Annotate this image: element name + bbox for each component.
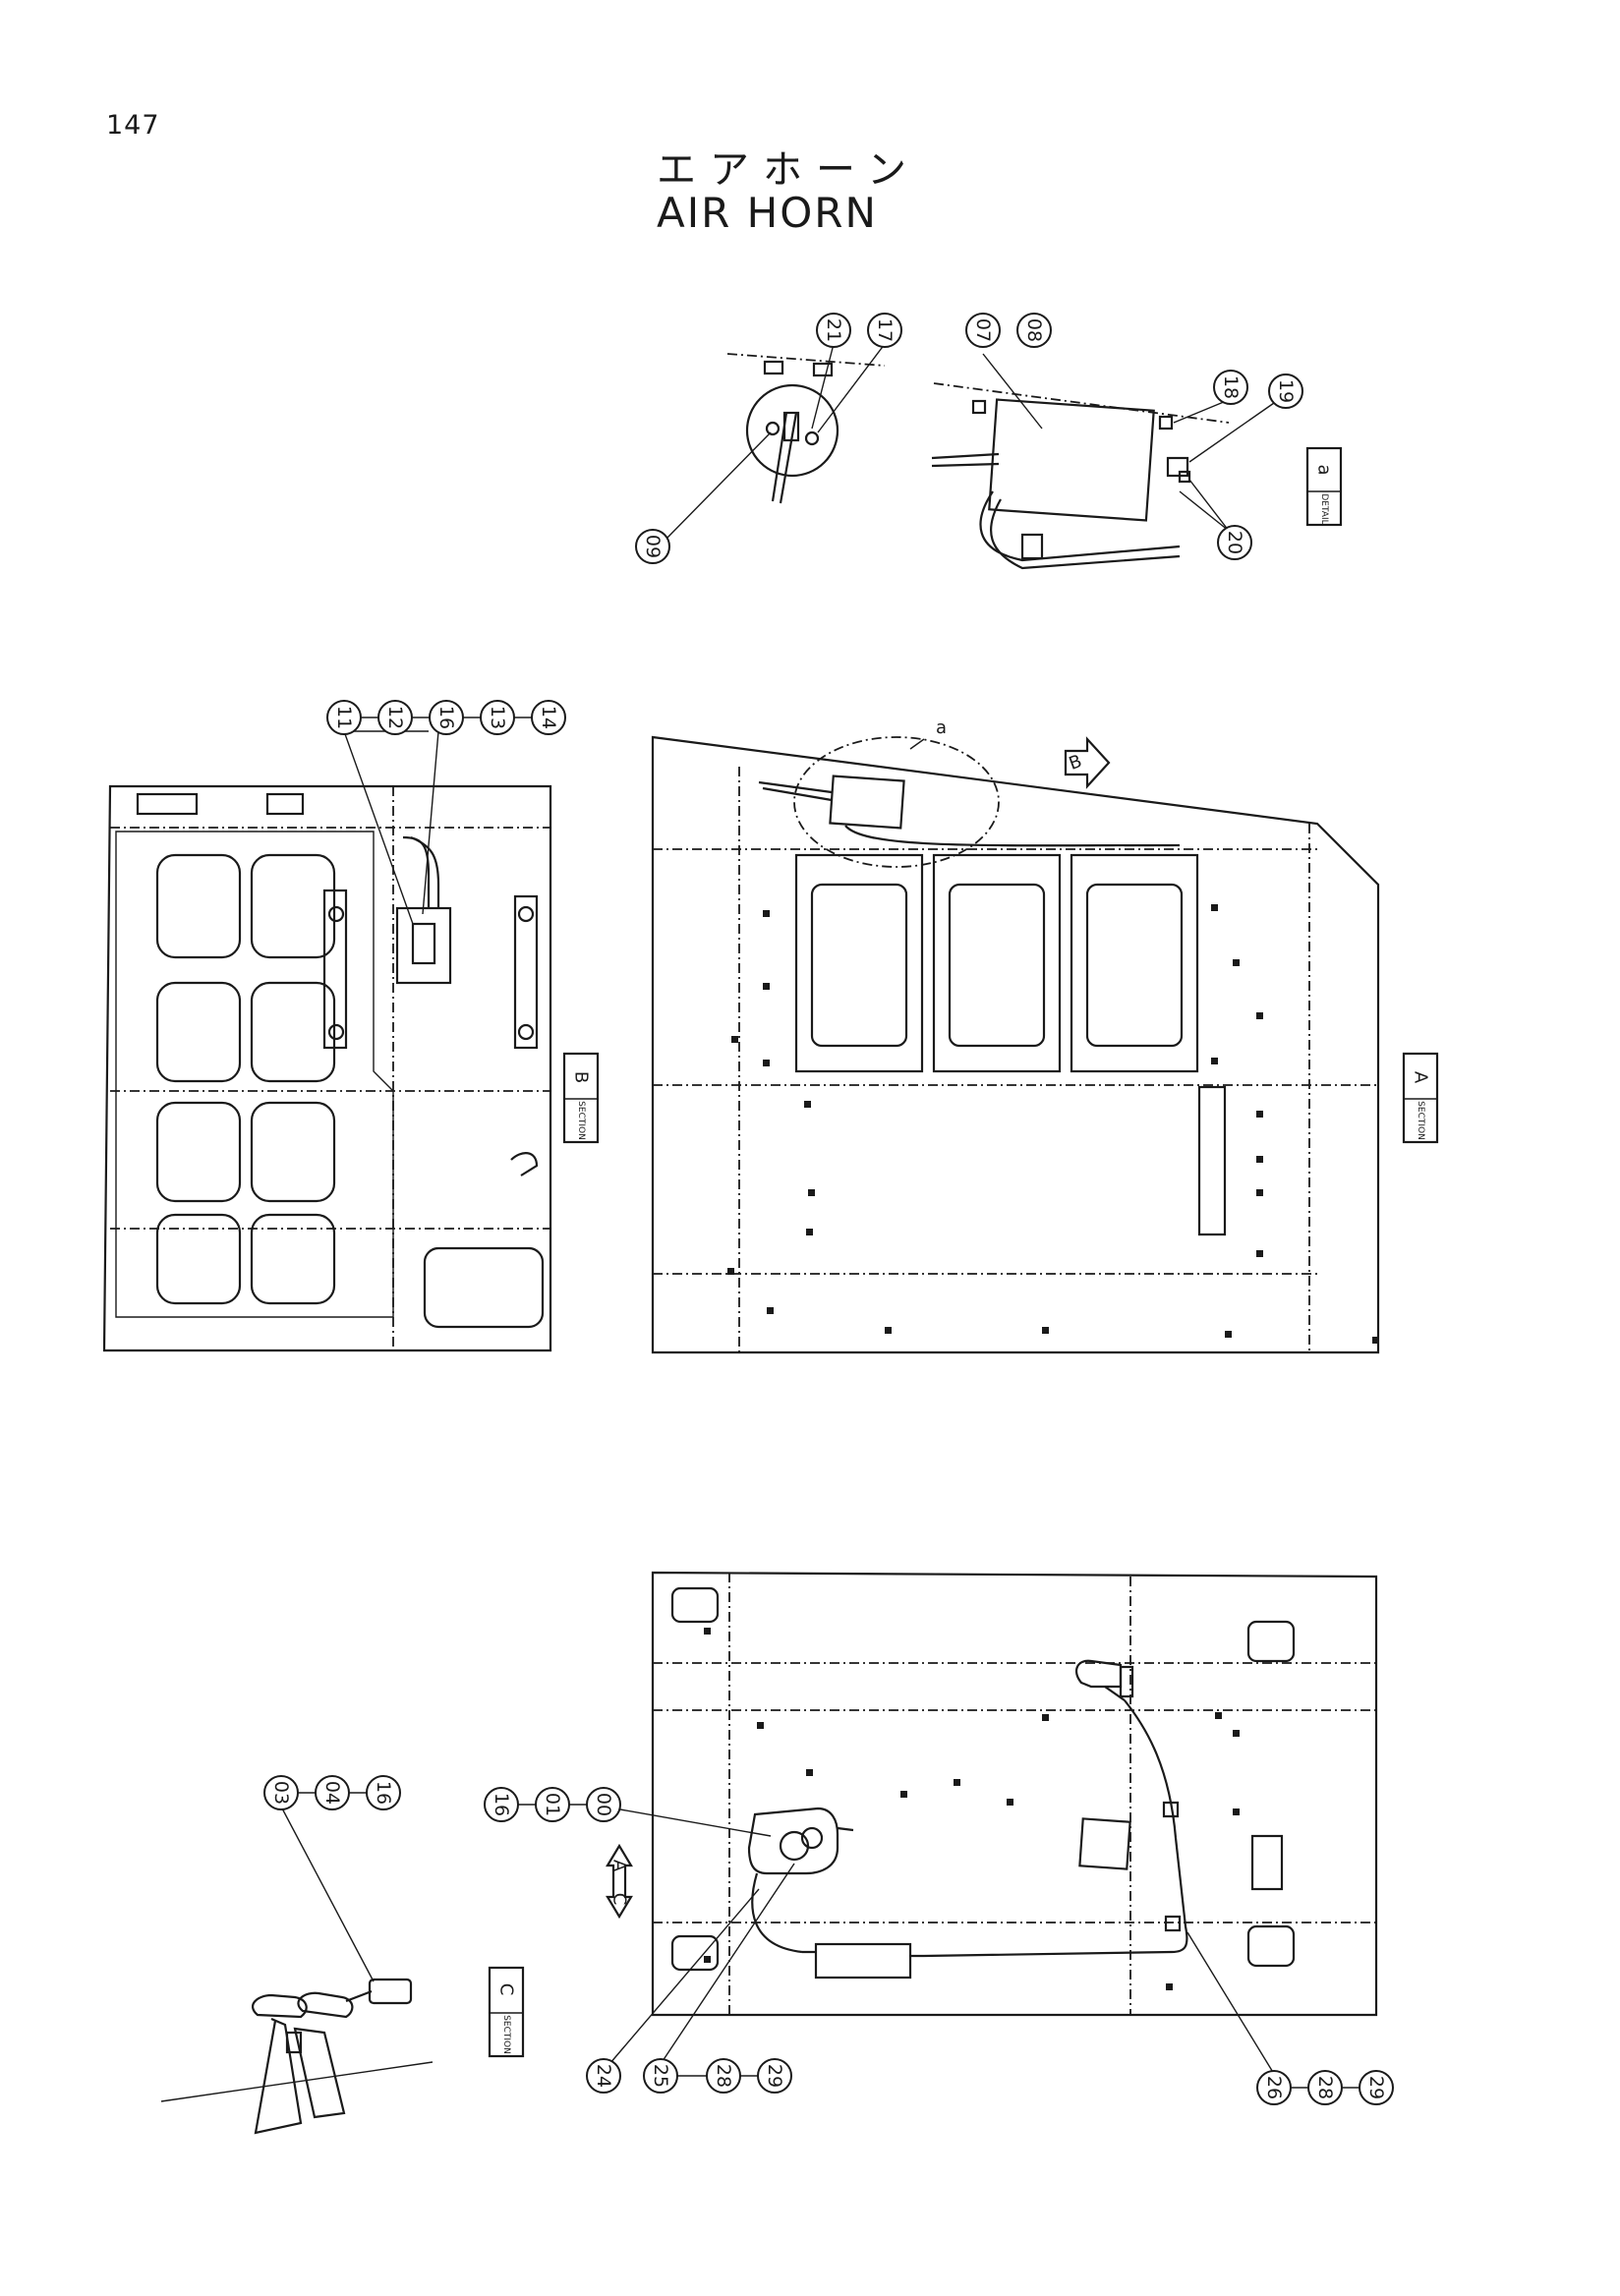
svg-text:a: a bbox=[1314, 464, 1335, 475]
callout-bubble: 12 bbox=[377, 700, 413, 735]
callout-bubble: 03 bbox=[263, 1775, 299, 1810]
air-tank bbox=[988, 398, 1155, 522]
callout-bubble: 13 bbox=[480, 700, 515, 735]
callout-bubble: 26 bbox=[1256, 2070, 1292, 2105]
horn-mount-outline bbox=[745, 383, 839, 478]
section-c-outline bbox=[651, 1571, 1378, 2017]
svg-text:24: 24 bbox=[593, 2064, 614, 2088]
callout-bubble: 25 bbox=[643, 2058, 678, 2094]
callout-bubble: 04 bbox=[315, 1775, 350, 1810]
svg-text:08: 08 bbox=[1023, 318, 1045, 342]
svg-text:13: 13 bbox=[487, 706, 508, 729]
svg-text:14: 14 bbox=[538, 706, 559, 729]
svg-text:07: 07 bbox=[972, 318, 994, 342]
svg-text:C: C bbox=[609, 1893, 630, 1906]
callout-bubble: 28 bbox=[1307, 2070, 1343, 2105]
section-b-callouts: 11 12 16 13 14 bbox=[326, 700, 566, 735]
svg-text:SECTION: SECTION bbox=[501, 2015, 511, 2054]
callout-bubble: 29 bbox=[1359, 2070, 1394, 2105]
air-tank-bottom bbox=[814, 1942, 912, 1980]
callout-bubble: 16 bbox=[484, 1787, 519, 1822]
title-japanese: エアホーン bbox=[657, 147, 920, 193]
detail-a-reference-circle bbox=[793, 736, 1000, 868]
svg-text:21: 21 bbox=[823, 318, 844, 342]
svg-text:01: 01 bbox=[542, 1793, 563, 1816]
svg-text:19: 19 bbox=[1275, 379, 1297, 403]
svg-text:B: B bbox=[1067, 751, 1085, 775]
svg-text:DETAIL: DETAIL bbox=[1319, 493, 1329, 524]
svg-text:B: B bbox=[571, 1071, 592, 1083]
svg-text:16: 16 bbox=[491, 1793, 512, 1816]
detail-a-view bbox=[665, 343, 1275, 570]
horn-side-view bbox=[160, 1806, 434, 2135]
callout-bubble: 08 bbox=[1016, 313, 1052, 348]
callout-bubble: 14 bbox=[531, 700, 566, 735]
svg-text:17: 17 bbox=[874, 318, 896, 342]
callout-bubble: 21 bbox=[816, 313, 851, 348]
callout-bubble: 09 bbox=[635, 529, 670, 564]
section-a-view: a B bbox=[651, 718, 1380, 1354]
svg-text:26: 26 bbox=[1263, 2076, 1285, 2099]
svg-text:11: 11 bbox=[333, 706, 355, 729]
air-horn-assembly bbox=[747, 1807, 839, 1875]
svg-text:29: 29 bbox=[764, 2064, 785, 2088]
callout-bubble: 07 bbox=[965, 313, 1001, 348]
detail-a-tag: a DETAIL bbox=[1305, 446, 1343, 527]
svg-text:00: 00 bbox=[593, 1793, 614, 1816]
section-b-outline bbox=[102, 784, 552, 1352]
svg-text:SECTION: SECTION bbox=[576, 1101, 586, 1140]
svg-text:16: 16 bbox=[435, 706, 457, 729]
svg-text:16: 16 bbox=[373, 1781, 394, 1805]
callout-bubble: 20 bbox=[1217, 525, 1252, 560]
section-c-callouts: 03 04 16 16 01 00 24 25 28 29 26 28 29 bbox=[263, 1775, 1394, 2105]
svg-text:A: A bbox=[609, 1860, 630, 1872]
section-a-tag: A SECTION bbox=[1402, 1052, 1439, 1144]
svg-text:A: A bbox=[1411, 1071, 1431, 1084]
svg-text:28: 28 bbox=[1314, 2076, 1336, 2099]
svg-text:25: 25 bbox=[650, 2064, 671, 2088]
svg-text:28: 28 bbox=[713, 2064, 734, 2088]
svg-text:09: 09 bbox=[642, 535, 664, 558]
callout-bubble: 16 bbox=[366, 1775, 401, 1810]
callout-bubble: 01 bbox=[535, 1787, 570, 1822]
svg-text:03: 03 bbox=[270, 1781, 292, 1805]
callout-bubble: 18 bbox=[1213, 370, 1248, 405]
horn-bracket bbox=[395, 906, 452, 985]
svg-text:SECTION: SECTION bbox=[1416, 1101, 1425, 1140]
svg-text:18: 18 bbox=[1220, 375, 1242, 399]
callout-bubble: 24 bbox=[586, 2058, 621, 2094]
callout-bubble: 29 bbox=[757, 2058, 792, 2094]
section-a-outline bbox=[651, 735, 1380, 1354]
callout-bubble: 28 bbox=[706, 2058, 741, 2094]
section-b-view bbox=[102, 730, 552, 1352]
callout-bubble: 11 bbox=[326, 700, 362, 735]
callout-bubble: 17 bbox=[867, 313, 902, 348]
svg-text:C: C bbox=[496, 1983, 517, 1996]
svg-text:20: 20 bbox=[1224, 531, 1245, 554]
svg-text:29: 29 bbox=[1365, 2076, 1387, 2099]
callout-bubble: 00 bbox=[586, 1787, 621, 1822]
detail-a-callouts: 21 17 09 07 08 18 19 20 bbox=[635, 313, 1303, 564]
svg-text:04: 04 bbox=[321, 1781, 343, 1805]
svg-text:a: a bbox=[936, 718, 947, 738]
section-b-tag: B SECTION bbox=[562, 1052, 600, 1144]
svg-text:12: 12 bbox=[384, 706, 406, 729]
section-c-view: A C bbox=[603, 1571, 1378, 2075]
callout-bubble: 16 bbox=[429, 700, 464, 735]
title-english: AIR HORN bbox=[657, 189, 878, 237]
section-c-tag: C SECTION bbox=[488, 1966, 525, 2058]
page-number: 147 bbox=[106, 110, 160, 141]
callout-bubble: 19 bbox=[1268, 373, 1303, 409]
